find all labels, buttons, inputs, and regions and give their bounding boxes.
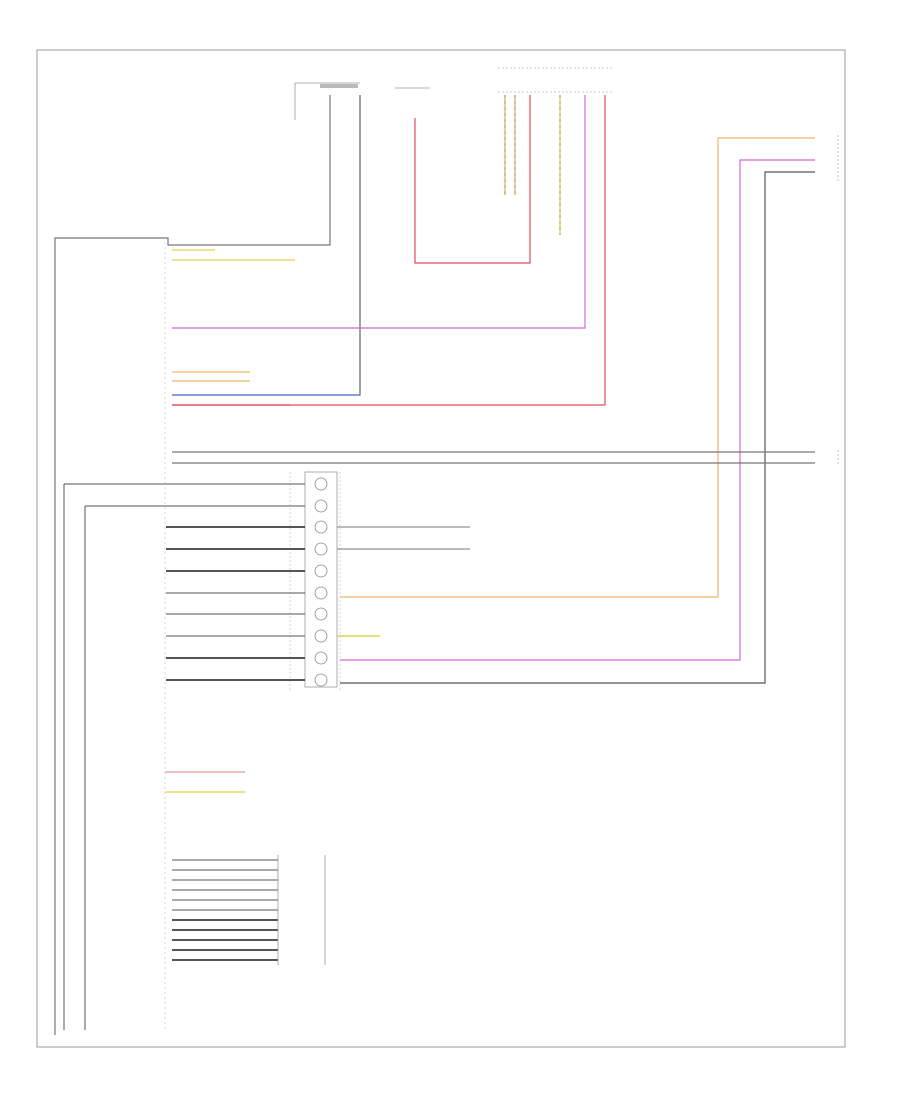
fuse-box-strip [320,84,358,88]
wire-red-mid [172,95,606,406]
wire-orange-pair-stripe [504,95,516,195]
bottom-bundle-brackets [277,855,326,965]
wire-orange-pair [504,95,516,195]
wire-violet-right [340,159,815,661]
wire-violet-mid [172,95,586,329]
wire-fuse-left-ground [54,95,331,1035]
diagram-border [36,49,846,1048]
center-module-pins [314,477,328,687]
center-module-right-wires [337,526,470,637]
wire-horizontal-pair [172,451,815,464]
module-top-bracket [498,67,612,93]
wire-orange-right [340,137,815,598]
wire-orange-left [172,371,250,382]
wire-yellow-left [172,249,295,261]
fuse-box-bracket [294,82,360,120]
center-module-left-wires [63,483,305,1030]
wire-red-batt [414,95,531,264]
center-module-dashes [289,472,341,692]
bottom-bundle-wires [172,859,278,961]
center-module-box [304,471,338,688]
wire-dark-right [340,171,815,684]
